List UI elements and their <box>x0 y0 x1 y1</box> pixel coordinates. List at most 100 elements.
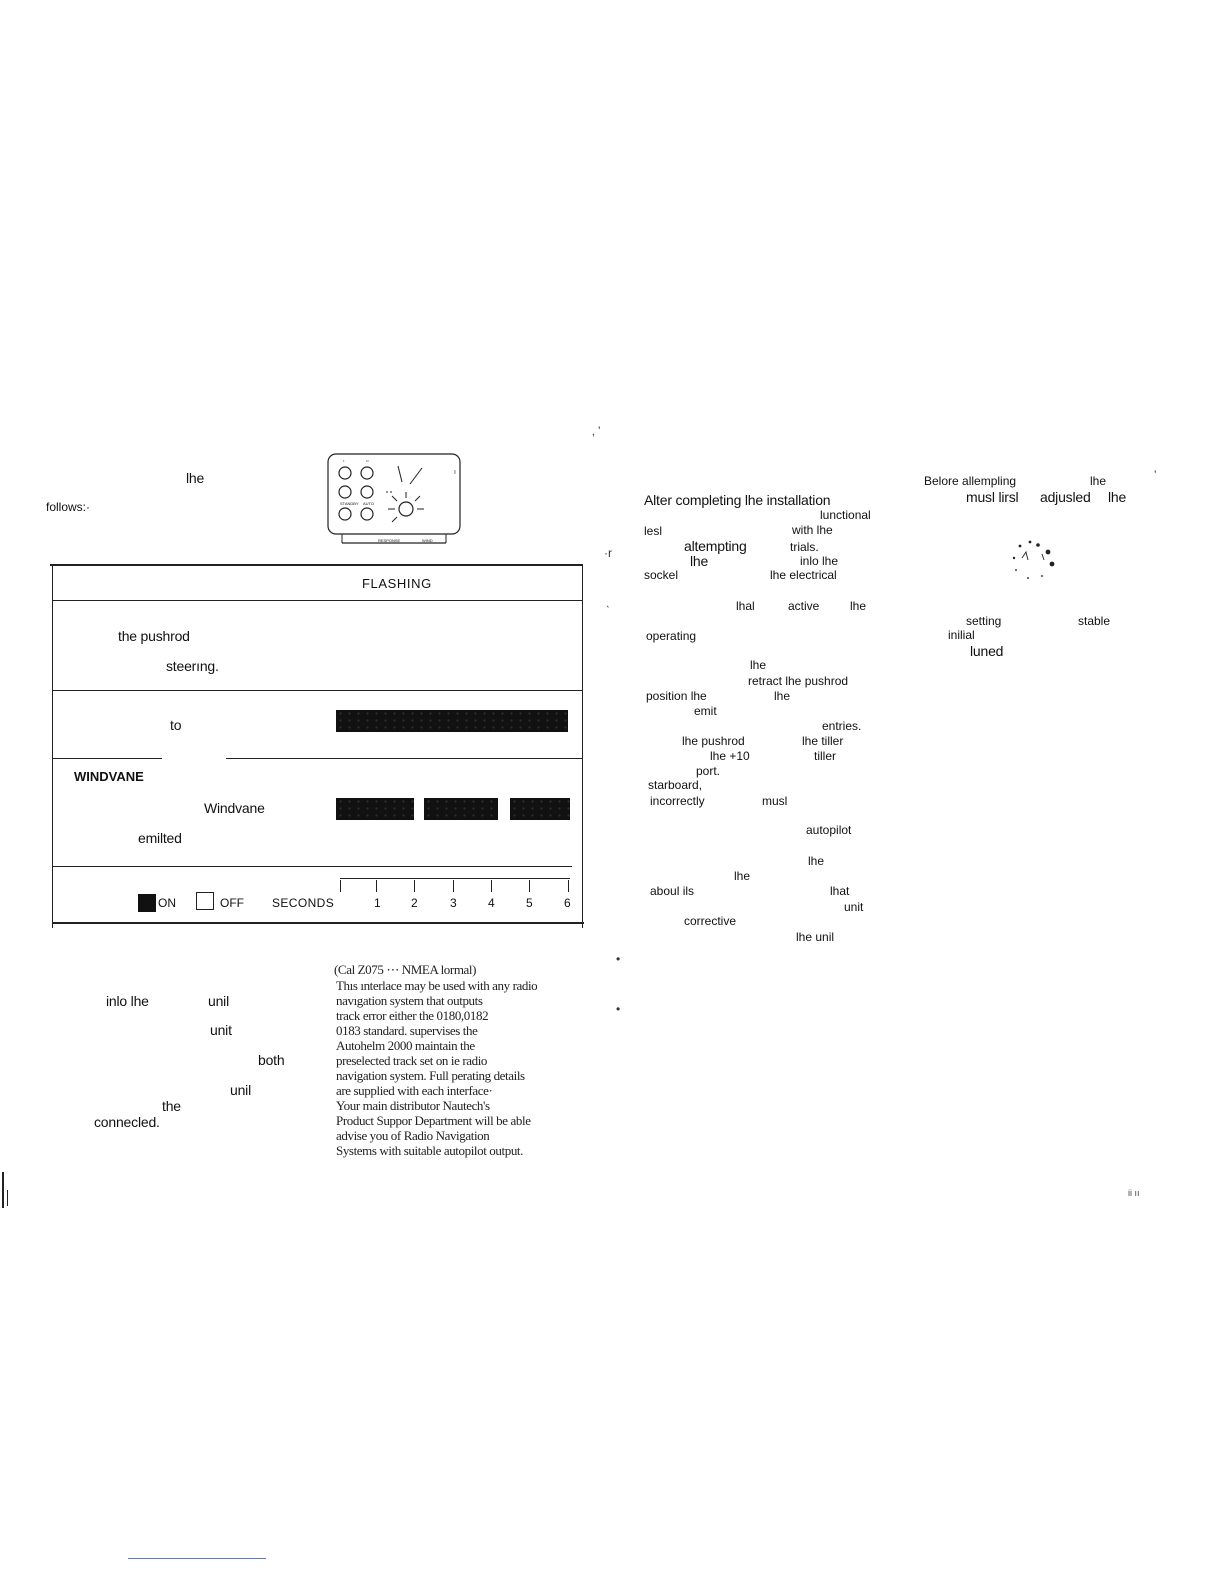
right-tuned: luned <box>970 643 1004 659</box>
interface-line-5: 0183 standard. supervises the <box>336 1023 478 1038</box>
row3-flash-bar-2 <box>424 798 498 820</box>
interface-line-12: advise you of Radio Navigation <box>336 1128 490 1143</box>
row1-pushrod-text: the pushrod <box>118 628 190 644</box>
seconds-tick-label-3: 3 <box>450 896 457 910</box>
mid-line-34: unit <box>844 900 864 914</box>
seconds-tick-label-6: 6 <box>564 896 571 910</box>
right-setting: setting <box>966 614 1002 628</box>
legend-off-swatch <box>196 892 214 910</box>
row3-flash-bar-3 <box>510 798 570 820</box>
speck-mark-4: • <box>616 952 621 966</box>
mid-line-3: lesl <box>644 524 663 538</box>
seconds-tick-5 <box>529 880 530 892</box>
seconds-tick-1 <box>376 880 377 892</box>
interface-line-3: navıgation system that outputs <box>336 993 483 1008</box>
mid-line-12: active <box>788 599 820 613</box>
mid-line-7: lhe <box>690 553 709 569</box>
bottom-into-the: inlo lhe <box>106 993 149 1009</box>
mid-line-32: aboul ils <box>650 884 695 898</box>
row3-windvane-text: Windvane <box>204 800 265 816</box>
mid-line-4: with lhe <box>792 523 833 537</box>
dial-sketch-icon <box>1012 540 1055 579</box>
row1-divider <box>52 690 582 691</box>
table-header-flashing: FLASHING <box>362 576 432 591</box>
seconds-tick-3 <box>453 880 454 892</box>
mid-line-19: emit <box>694 704 717 718</box>
mid-line-23: lhe +10 <box>710 749 750 763</box>
seconds-tick-2 <box>414 880 415 892</box>
mid-line-6: trials. <box>790 540 819 554</box>
mid-line-33: lhat <box>830 884 850 898</box>
bottom-both: both <box>258 1052 285 1068</box>
right-the-1: lhe <box>1090 474 1107 488</box>
control-panel-diagram: • •• ı STANDBY AUTO RESPONSE WIND <box>326 452 464 548</box>
speck-mark-3: ˎ <box>606 594 610 608</box>
seconds-tick-label-4: 4 <box>488 896 495 910</box>
row2-to-text: to <box>170 717 182 733</box>
mid-line-35: corrective <box>684 914 737 928</box>
legend-on-label: ON <box>158 896 176 910</box>
bottom-the: the <box>162 1098 181 1114</box>
mid-line-10: lhe electrical <box>770 568 837 582</box>
svg-text:•: • <box>343 458 345 463</box>
mid-line-26: starboard, <box>648 778 703 792</box>
row3-flash-bar-1 <box>336 798 414 820</box>
seconds-tick-label-5: 5 <box>526 896 533 910</box>
panel-label-standby: STANDBY <box>340 501 359 506</box>
intro-word-the: lhe <box>186 470 205 486</box>
bottom-connected: connecled. <box>94 1114 160 1130</box>
page-number: ii ıı <box>1128 1188 1140 1198</box>
right-adjusted: adjusled <box>1040 489 1091 505</box>
legend-seconds-label: SECONDS <box>272 896 335 910</box>
seconds-tick-label-2: 2 <box>411 896 418 910</box>
mid-line-16: retract lhe pushrod <box>748 674 849 688</box>
mid-line-28: musl <box>762 794 788 808</box>
interface-line-7: preselected track set on ie radio <box>336 1053 488 1068</box>
speck-mark-6: ‛ <box>1154 468 1157 482</box>
mid-line-15: lhe <box>750 658 767 672</box>
mid-line-31: lhe <box>734 869 751 883</box>
mid-line-24: tiller <box>814 749 837 763</box>
mid-line-29: autopilot <box>806 823 852 837</box>
speck-mark-2: ·r <box>604 546 612 560</box>
interface-line-6: Autohelm 2000 maintain the <box>336 1038 475 1053</box>
interface-line-4: track error either the 0180,0182 <box>336 1008 489 1023</box>
seconds-tick-label-1: 1 <box>374 896 381 910</box>
table-right-border <box>582 564 583 928</box>
panel-label-wind: WIND <box>422 538 433 543</box>
table-bottom-border <box>52 922 584 924</box>
mid-line-11: lhal <box>736 599 755 613</box>
intro-word-follows: follows:· <box>46 500 91 514</box>
left-margin-bar-1 <box>2 1172 4 1208</box>
table-left-border <box>52 564 53 928</box>
seconds-tick-4 <box>491 880 492 892</box>
mid-line-21: lhe pushrod <box>682 734 745 748</box>
bottom-unit-1: unil <box>208 993 229 1009</box>
right-must-first: musl lirsl <box>966 489 1019 505</box>
row3-windvane-title: WINDVANE <box>74 769 144 784</box>
svg-text:ı: ı <box>454 469 456 476</box>
mid-line-20: entries. <box>822 719 862 733</box>
row2-divider-right <box>226 758 582 759</box>
bottom-blue-rule <box>128 1558 266 1559</box>
table-header-divider <box>52 600 582 601</box>
right-before-attempting: Belore allempling <box>924 474 1017 488</box>
control-panel-illustration: • •• ı <box>327 453 461 544</box>
mid-line-27: incorrectly <box>650 794 705 808</box>
bottom-unit-3: unil <box>230 1082 251 1098</box>
seconds-scale-line <box>340 878 570 879</box>
row3-divider <box>52 866 572 867</box>
interface-line-8: navigation system. Full perating details <box>336 1068 525 1083</box>
legend-on-swatch <box>138 894 156 912</box>
mid-line-30: lhe <box>808 854 825 868</box>
dial-sketch <box>1008 536 1078 586</box>
mid-line-36: lhe unil <box>796 930 835 944</box>
seconds-tick-0 <box>340 880 341 892</box>
svg-text:••: •• <box>366 458 369 463</box>
mid-line-14: operating <box>646 629 697 643</box>
row2-divider-left <box>52 758 162 759</box>
interface-line-1: (Cal Z075 ⋯ NMEA lormal) <box>334 962 477 977</box>
mid-line-1: Alter completing lhe installation <box>644 492 831 508</box>
speck-mark-1: ‚ ‛ <box>592 424 601 438</box>
interface-line-10: Your main distributor Nautech's <box>336 1098 490 1113</box>
